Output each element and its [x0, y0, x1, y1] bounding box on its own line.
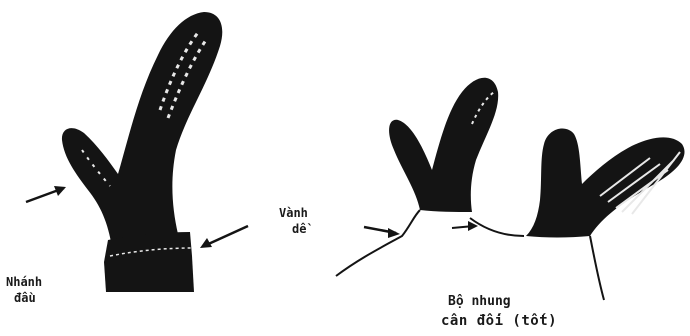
label-bo-nhung: Bộ nhung: [448, 295, 511, 308]
label-nhanh: Nhánh: [6, 276, 42, 288]
label-vanh: Vành: [279, 207, 308, 219]
right-antler-1: [389, 78, 498, 212]
right-antler-group: [336, 78, 685, 300]
label-can-doi: cân đối (tốt): [441, 314, 557, 328]
label-de: dề: [292, 223, 306, 235]
label-dau: đầu: [14, 292, 36, 304]
arrow-to-left-burr: [204, 226, 248, 246]
left-antler: [62, 12, 222, 292]
right-antler-2: [526, 129, 685, 238]
left-antler-burr: [104, 232, 194, 292]
left-antler-body: [62, 12, 222, 248]
right-antler-arrows: [364, 221, 478, 238]
arrow-to-right-base-head: [388, 228, 400, 238]
